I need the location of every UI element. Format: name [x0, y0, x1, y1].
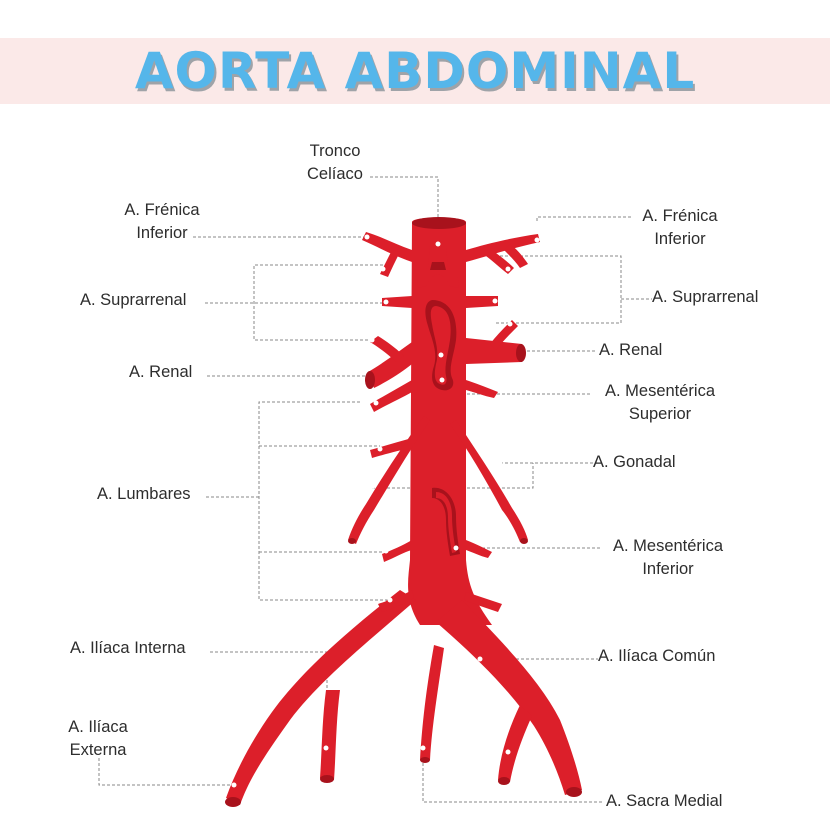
- mesenterica-superior: [430, 306, 451, 385]
- marker-frenica-right-2: [505, 266, 511, 272]
- iliac-internal-right-end: [498, 777, 510, 785]
- gonadal-left: [348, 416, 430, 544]
- leader-suprarrenal-right: [495, 255, 622, 324]
- label-frenica-right: A. Frénica Inferior: [642, 207, 718, 248]
- label-lumbares: A. Lumbares: [97, 485, 191, 503]
- lumbar-right-1: [466, 380, 498, 398]
- label-mesenterica-superior: A. Mesentérica Superior: [604, 382, 716, 423]
- gonadal-left-end: [348, 538, 356, 544]
- suprarrenal-left-branch: [382, 296, 412, 308]
- marker-frenica-left: [364, 234, 370, 240]
- marker-frenica-right: [534, 237, 540, 243]
- frenica-left-sub: [380, 250, 400, 277]
- leader-lumbares-bracket: [258, 401, 390, 601]
- arteries: [225, 217, 582, 807]
- marker-lumbar-left-4: [387, 597, 393, 603]
- renal-left-end: [365, 371, 375, 389]
- leader-tronco-celiaco: [370, 176, 439, 222]
- lumbar-left-1: [370, 380, 412, 412]
- lumbar-left-4: [378, 590, 414, 612]
- frenica-right-sub2: [504, 244, 528, 268]
- leader-gonadal-2: [372, 463, 534, 489]
- marker-frenica-left-2: [380, 266, 386, 272]
- renal-right-sub: [490, 320, 518, 350]
- marker-mesenterica-inf: [453, 545, 459, 551]
- gonadal-right-end: [520, 538, 528, 544]
- label-renal-left: A. Renal: [129, 363, 193, 381]
- markers: [231, 234, 540, 788]
- marker-renal-right: [507, 321, 513, 327]
- title-band: [0, 38, 830, 104]
- marker-iliaca-comun: [477, 656, 483, 662]
- marker-lumbar-left-1: [373, 400, 379, 406]
- iliac-right-common: [436, 600, 582, 795]
- suprarrenal-right-branch: [466, 296, 498, 308]
- lumbar-left-3: [382, 540, 412, 562]
- sacra-medial: [420, 645, 444, 760]
- label-gonadal: A. Gonadal: [593, 453, 676, 471]
- marker-mesenterica-sup-2: [439, 377, 445, 383]
- label-mesenterica-inferior: A. Mesentérica Inferior: [612, 537, 724, 578]
- label-iliaca-externa: A. Ilíaca Externa: [68, 718, 128, 759]
- label-iliaca-interna: A. Ilíaca Interna: [70, 639, 186, 657]
- marker-renal-left: [369, 337, 375, 343]
- label-tronco-celiaco: Tronco Celíaco: [307, 142, 363, 183]
- marker-sacra: [420, 745, 426, 751]
- marker-suprarrenal-left: [383, 299, 389, 305]
- lumbar-right-3: [466, 540, 492, 558]
- leader-iliaca-externa: [98, 758, 240, 786]
- leader-suprarrenal-left-bracket: [253, 264, 383, 341]
- mesenterica-inferior: [436, 492, 456, 553]
- marker-suprarrenal-right: [492, 298, 498, 304]
- page-title: AORTA ABDOMINAL: [134, 42, 696, 100]
- marker-gonadal-left: [370, 483, 376, 489]
- iliac-internal-right: [498, 705, 532, 782]
- renal-right-branch: [466, 338, 522, 364]
- label-sacra-medial: A. Sacra Medial: [606, 792, 723, 810]
- marker-iliaca-right-int: [505, 749, 511, 755]
- marker-mesenterica-sup: [438, 352, 444, 358]
- gonadal-right: [450, 420, 528, 542]
- marker-tronco: [435, 241, 441, 247]
- aorta-opening: [412, 217, 466, 229]
- label-frenica-left: A. Frénica Inferior: [124, 201, 200, 242]
- marker-lumbar-left-2: [377, 446, 383, 452]
- iliac-internal-left-end: [320, 775, 334, 783]
- renal-left-sub: [370, 336, 404, 362]
- iliac-left-common: [226, 590, 416, 805]
- marker-iliaca-interna: [323, 745, 329, 751]
- label-renal-right: A. Renal: [599, 341, 663, 359]
- lumbar-left-2: [370, 438, 412, 458]
- marker-iliaca-externa: [231, 782, 237, 788]
- marker-lumbar-left-3: [383, 548, 389, 554]
- label-suprarrenal-left: A. Suprarrenal: [80, 291, 187, 309]
- marker-gonadal-right: [497, 461, 503, 467]
- iliac-left-external-end: [225, 797, 241, 807]
- sacra-medial-end: [420, 757, 430, 763]
- frenica-left-branch: [362, 232, 412, 262]
- celiac-shadow: [430, 262, 446, 270]
- iliac-internal-left: [320, 690, 340, 780]
- frenica-right-branch: [466, 234, 540, 262]
- lumbar-right-4: [464, 592, 502, 612]
- leader-sacra-medial: [422, 748, 604, 803]
- label-suprarrenal-right: A. Suprarrenal: [652, 288, 759, 306]
- leader-frenica-right: [536, 216, 632, 221]
- iliac-right-external-end: [566, 787, 582, 797]
- label-iliaca-comun: A. Ilíaca Común: [598, 647, 716, 665]
- renal-right-end: [516, 344, 526, 362]
